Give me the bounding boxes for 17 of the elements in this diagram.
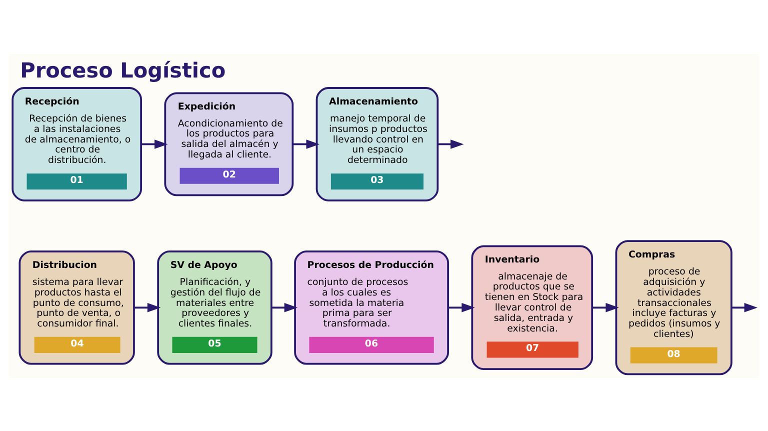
node-box: Expedición Acondicionamiento de los productos para salida del almacén y llegada al cliente. 02 (164, 92, 294, 196)
node-box: Almacenamiento manejo temporal de insumos p productos llevando control en un espacio determinado 03 (316, 86, 439, 201)
node-box: Recepción Recepción de bienes a las instalaciones de almacenamiento, o centro de distribución. 01 (12, 86, 142, 201)
node-box: Inventario almacenaje de productos que se tienen en Stock para llevar control de salida, entrada y existencia. 07 (471, 244, 594, 370)
arrow (141, 139, 168, 148)
node-box: Compras proceso de adquisición y actividades transaccionales incluye facturas y pedidos (insumos y clientes) 08 (615, 240, 732, 375)
arrow (732, 302, 758, 312)
arrow (292, 139, 320, 148)
node-box: SV de Apoyo Planificación, y gestión del flujo de materiales entre proveedores y clientes finales. 05 (157, 250, 272, 364)
arrow (592, 302, 619, 312)
diagram-title: Proceso Logístico (20, 58, 226, 82)
node-box: Distribucion sistema para llevar productos hasta el punto de consumo, punto de venta, o consumidor final. 04 (18, 250, 135, 364)
arrow (272, 302, 298, 312)
arrow (134, 302, 161, 312)
arrow (448, 302, 475, 312)
arrow (438, 139, 464, 148)
node-box: Procesos de Producción conjunto de procesos a los cuales es sometida la materia prima para ser transformada. 06 (294, 250, 449, 364)
